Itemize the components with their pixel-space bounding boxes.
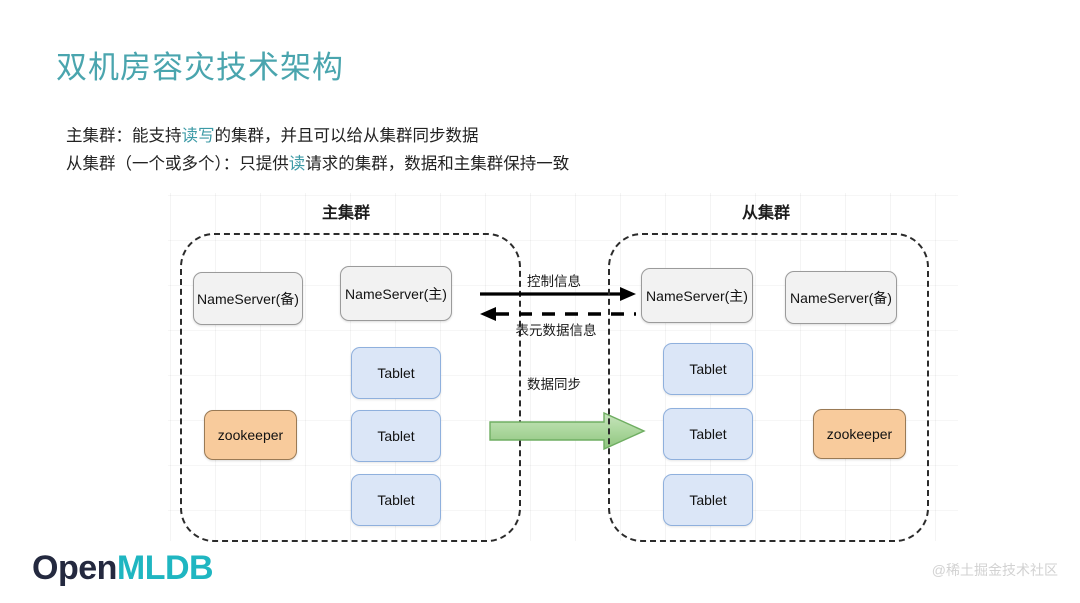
node-label: Tablet (689, 361, 727, 377)
secondary-cluster-caption: 从集群 (741, 205, 791, 222)
line1-prefix: 主集群：能支持 (66, 127, 182, 145)
logo-open-text: Open (32, 549, 117, 587)
secondary-nameserver-master[interactable]: NameServer(主) (641, 268, 753, 323)
primary-tablet-2[interactable]: Tablet (351, 410, 441, 462)
flow-label-control: 控制信息 (527, 274, 581, 289)
primary-cluster-frame (180, 233, 521, 542)
node-label: Tablet (689, 426, 727, 442)
secondary-nameserver-standby[interactable]: NameServer(备) (785, 271, 897, 324)
node-label: NameServer(备) (790, 289, 892, 306)
flow-label-sync: 数据同步 (527, 377, 581, 392)
body-text-line-2: 从集群（一个或多个）：只提供读请求的集群，数据和主集群保持一致 (66, 150, 569, 178)
page-title: 双机房容灾技术架构 (56, 50, 344, 85)
node-label: Tablet (377, 492, 415, 508)
primary-tablet-1[interactable]: Tablet (351, 347, 441, 399)
secondary-tablet-1[interactable]: Tablet (663, 343, 753, 395)
node-label: Tablet (689, 492, 727, 508)
node-label: Tablet (377, 365, 415, 381)
line1-suffix: 的集群，并且可以给从集群同步数据 (214, 127, 479, 145)
node-label: NameServer(主) (345, 285, 447, 302)
primary-cluster-caption: 主集群 (321, 205, 371, 222)
line2-prefix: 从集群（一个或多个）：只提供 (66, 155, 289, 173)
secondary-tablet-2[interactable]: Tablet (663, 408, 753, 460)
control-flow-arrow (480, 287, 636, 301)
line1-highlight: 读写 (181, 127, 215, 145)
secondary-cluster-frame (608, 233, 929, 542)
flow-label-metadata: 表元数据信息 (515, 323, 597, 338)
secondary-zookeeper[interactable]: zookeeper (813, 409, 906, 459)
body-text: 主集群：能支持读写的集群，并且可以给从集群同步数据 从集群（一个或多个）：只提供… (66, 122, 569, 178)
primary-nameserver-master[interactable]: NameServer(主) (340, 266, 452, 321)
node-label: zookeeper (826, 426, 893, 442)
node-label: Tablet (377, 428, 415, 444)
primary-zookeeper[interactable]: zookeeper (204, 410, 297, 460)
node-label: NameServer(备) (197, 290, 299, 307)
logo-mldb-text: MLDB (116, 549, 214, 587)
primary-tablet-3[interactable]: Tablet (351, 474, 441, 526)
primary-nameserver-standby[interactable]: NameServer(备) (193, 272, 303, 325)
architecture-diagram: 主集群 NameServer(备) NameServer(主) Tablet T… (168, 193, 958, 542)
line2-suffix: 请求的集群，数据和主集群保持一致 (305, 155, 570, 173)
line2-highlight: 读 (288, 155, 306, 173)
metadata-flow-arrow (480, 307, 636, 321)
node-label: zookeeper (217, 427, 284, 443)
data-sync-block-arrow (489, 411, 646, 451)
node-label: NameServer(主) (646, 287, 748, 304)
watermark: @稀土掘金技术社区 (931, 562, 1058, 578)
openmldb-logo: OpenMLDB (32, 548, 214, 588)
body-text-line-1: 主集群：能支持读写的集群，并且可以给从集群同步数据 (66, 122, 569, 150)
secondary-tablet-3[interactable]: Tablet (663, 474, 753, 526)
